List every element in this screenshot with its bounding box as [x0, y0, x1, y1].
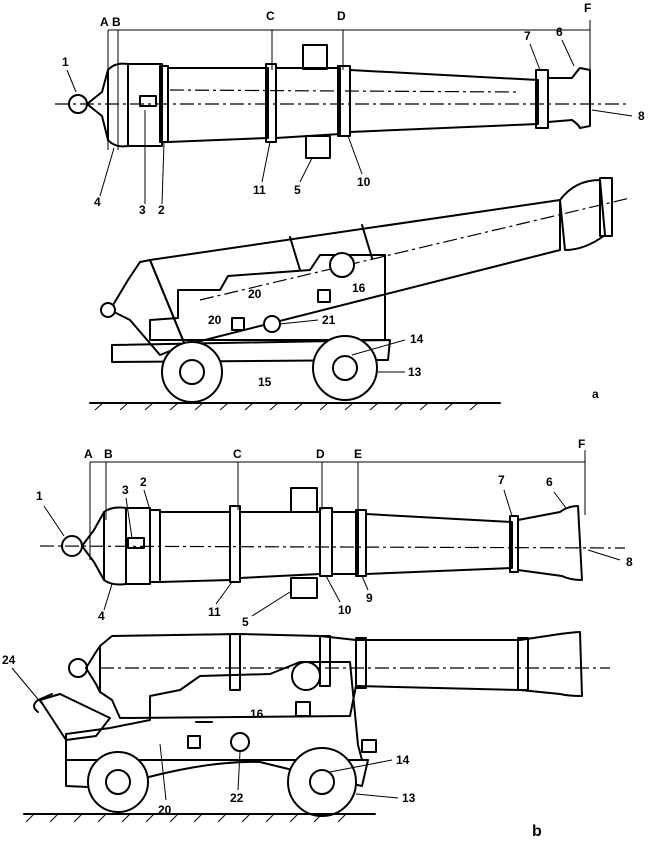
svg-text:22: 22 [230, 791, 244, 805]
svg-text:C: C [233, 447, 242, 461]
svg-text:8: 8 [626, 555, 633, 569]
caption-b: b [532, 823, 542, 840]
carriage-labels-b: 24 16 14 20 22 13 b [2, 653, 542, 840]
svg-text:21: 21 [322, 313, 336, 327]
svg-text:20: 20 [208, 313, 222, 327]
carriage-labels-a: 20 16 20 21 14 15 13 a [208, 281, 599, 401]
svg-text:A: A [84, 447, 93, 461]
svg-text:B: B [104, 447, 113, 461]
svg-text:5: 5 [242, 615, 249, 629]
svg-text:8: 8 [638, 109, 645, 123]
labels-b: A B C D E F 1 3 2 4 11 5 10 9 7 6 8 [36, 437, 633, 629]
svg-text:D: D [316, 447, 325, 461]
svg-text:24: 24 [2, 653, 16, 667]
svg-text:11: 11 [208, 605, 221, 619]
svg-text:14: 14 [396, 753, 410, 767]
svg-text:A: A [100, 15, 109, 29]
cannon-barrel-b [39, 450, 626, 599]
svg-text:11: 11 [253, 183, 266, 197]
labels-a: A B C D F 1 4 3 2 11 5 10 7 6 8 [62, 1, 645, 217]
carriage-b [23, 631, 610, 823]
svg-text:C: C [266, 9, 275, 23]
svg-text:10: 10 [357, 175, 371, 189]
svg-text:6: 6 [546, 475, 553, 489]
svg-text:1: 1 [62, 55, 69, 69]
svg-text:15: 15 [258, 375, 272, 389]
svg-text:20: 20 [158, 803, 172, 817]
svg-text:2: 2 [140, 475, 147, 489]
svg-text:1: 1 [36, 489, 43, 503]
svg-text:6: 6 [556, 25, 563, 39]
svg-text:F: F [578, 437, 585, 451]
svg-text:16: 16 [352, 281, 366, 295]
svg-text:14: 14 [410, 332, 424, 346]
svg-text:7: 7 [498, 473, 505, 487]
svg-text:3: 3 [139, 203, 146, 217]
svg-text:2: 2 [158, 203, 165, 217]
caption-a: a [592, 387, 599, 401]
svg-text:4: 4 [98, 609, 105, 623]
svg-text:5: 5 [294, 183, 301, 197]
svg-text:20: 20 [248, 287, 262, 301]
svg-text:F: F [584, 1, 591, 15]
svg-text:13: 13 [408, 365, 422, 379]
svg-text:10: 10 [338, 603, 352, 617]
cannon-barrel-a [55, 20, 630, 159]
svg-text:E: E [354, 447, 362, 461]
svg-text:3: 3 [122, 483, 129, 497]
svg-text:7: 7 [524, 29, 531, 43]
svg-text:16: 16 [250, 707, 264, 721]
svg-text:D: D [337, 9, 346, 23]
svg-text:B: B [112, 15, 121, 29]
svg-text:4: 4 [94, 195, 101, 209]
svg-text:9: 9 [366, 591, 373, 605]
svg-text:13: 13 [402, 791, 416, 805]
